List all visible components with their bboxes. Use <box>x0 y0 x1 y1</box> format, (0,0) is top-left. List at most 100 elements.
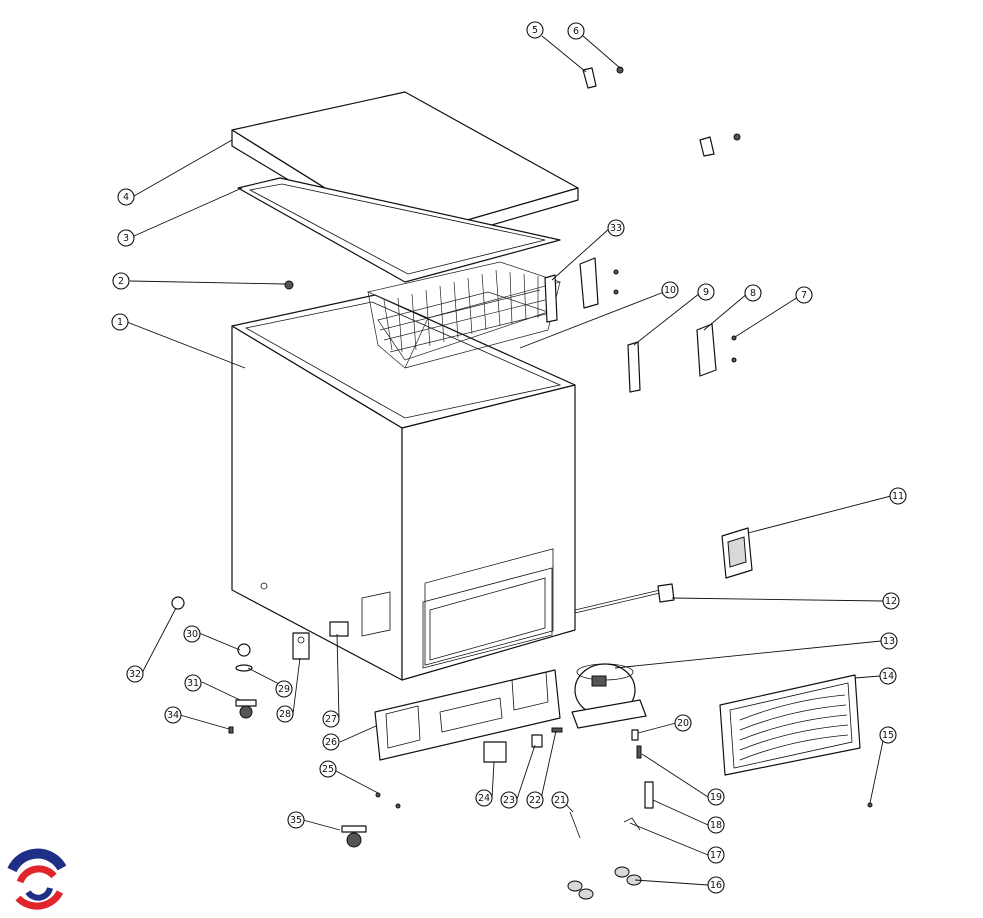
callout-circle <box>889 487 907 505</box>
drain-plug-30 <box>237 643 251 657</box>
callout-9: 9 <box>697 283 715 301</box>
thermostat-box-11 <box>721 527 753 579</box>
power-cord-12 <box>574 583 675 614</box>
callout-circle <box>567 22 585 40</box>
cabinet <box>231 294 576 681</box>
callout-33: 33 <box>607 219 625 237</box>
callout-1: 1 <box>111 313 129 331</box>
callout-3: 3 <box>117 229 135 247</box>
callout-label: 34 <box>167 710 179 721</box>
callout-label: 8 <box>750 288 756 299</box>
callout-label: 14 <box>882 671 894 682</box>
callout-circle <box>322 710 340 728</box>
callout-14: 14 <box>879 667 897 685</box>
callout-circle <box>526 21 544 39</box>
callout-circle <box>795 286 813 304</box>
callout-circle <box>551 791 569 809</box>
callout-circle <box>319 760 337 778</box>
callout-34: 34 <box>164 706 182 724</box>
callout-circle <box>475 789 493 807</box>
callout-label: 26 <box>325 737 337 748</box>
callout-23: 23 <box>500 791 518 809</box>
callout-label: 2 <box>118 276 124 287</box>
callout-circle <box>526 791 544 809</box>
hinge-bracket-top <box>699 133 741 157</box>
compressor-13 <box>571 663 647 729</box>
callout-circle <box>707 846 725 864</box>
callout-circle <box>879 667 897 685</box>
callout-label: 32 <box>129 669 141 680</box>
callout-8: 8 <box>744 284 762 302</box>
callout-4: 4 <box>117 188 135 206</box>
callout-label: 3 <box>123 233 129 244</box>
callout-label: 4 <box>123 192 129 203</box>
callout-circle <box>276 705 294 723</box>
callout-label: 23 <box>503 795 515 806</box>
callout-21: 21 <box>551 791 569 809</box>
back-grille-14 <box>719 674 861 776</box>
callout-label: 19 <box>710 792 722 803</box>
hinge-cover-8 <box>696 323 717 377</box>
callout-25: 25 <box>319 760 337 778</box>
sleeve-20 <box>631 729 639 741</box>
caster-31 <box>235 699 257 719</box>
callout-circle <box>707 788 725 806</box>
callout-24: 24 <box>475 789 493 807</box>
callout-32: 32 <box>126 665 144 683</box>
relay-23 <box>531 734 543 748</box>
hinge-33 <box>544 257 619 323</box>
callout-label: 5 <box>532 25 538 36</box>
knob-32 <box>171 596 185 610</box>
callout-12: 12 <box>882 592 900 610</box>
callout-label: 25 <box>322 764 334 775</box>
callout-circle <box>117 229 135 247</box>
callout-label: 6 <box>573 26 579 37</box>
callout-label: 1 <box>117 317 123 328</box>
grommets-16 <box>567 866 642 900</box>
base-plate-26 <box>374 669 561 761</box>
callout-label: 31 <box>187 678 199 689</box>
callout-circle <box>111 313 129 331</box>
callout-label: 27 <box>325 714 337 725</box>
callout-circle <box>882 592 900 610</box>
callout-6: 6 <box>567 22 585 40</box>
grille-screw-15 <box>867 802 873 808</box>
door-gasket <box>237 177 561 283</box>
callout-label: 35 <box>290 815 302 826</box>
caster-35 <box>341 825 367 848</box>
callout-2: 2 <box>112 272 130 290</box>
callout-35: 35 <box>287 811 305 829</box>
callout-circle <box>707 816 725 834</box>
callout-circle <box>697 283 715 301</box>
callout-label: 20 <box>677 718 689 729</box>
callout-circle <box>707 876 725 894</box>
callout-20: 20 <box>674 714 692 732</box>
callout-label: 13 <box>883 636 895 647</box>
callout-28: 28 <box>276 705 294 723</box>
bolt-19 <box>636 745 642 759</box>
callout-7: 7 <box>795 286 813 304</box>
callout-11: 11 <box>889 487 907 505</box>
callout-5: 5 <box>526 21 544 39</box>
callout-27: 27 <box>322 710 340 728</box>
callout-circle <box>184 674 202 692</box>
callout-label: 9 <box>703 287 709 298</box>
brand-logo <box>7 848 67 910</box>
callout-circle <box>661 281 679 299</box>
callout-circle <box>880 632 898 650</box>
callout-label: 10 <box>664 285 676 296</box>
hinge-9 <box>627 341 641 393</box>
capacitor-24 <box>483 741 507 763</box>
drain-clip-29 <box>235 664 253 672</box>
callout-circle <box>126 665 144 683</box>
callout-circle <box>500 791 518 809</box>
callout-circle <box>164 706 182 724</box>
callout-label: 24 <box>478 793 490 804</box>
callout-16: 16 <box>707 876 725 894</box>
callout-label: 30 <box>186 629 198 640</box>
callout-label: 18 <box>710 820 722 831</box>
callout-label: 16 <box>710 880 722 891</box>
callout-label: 22 <box>529 795 541 806</box>
